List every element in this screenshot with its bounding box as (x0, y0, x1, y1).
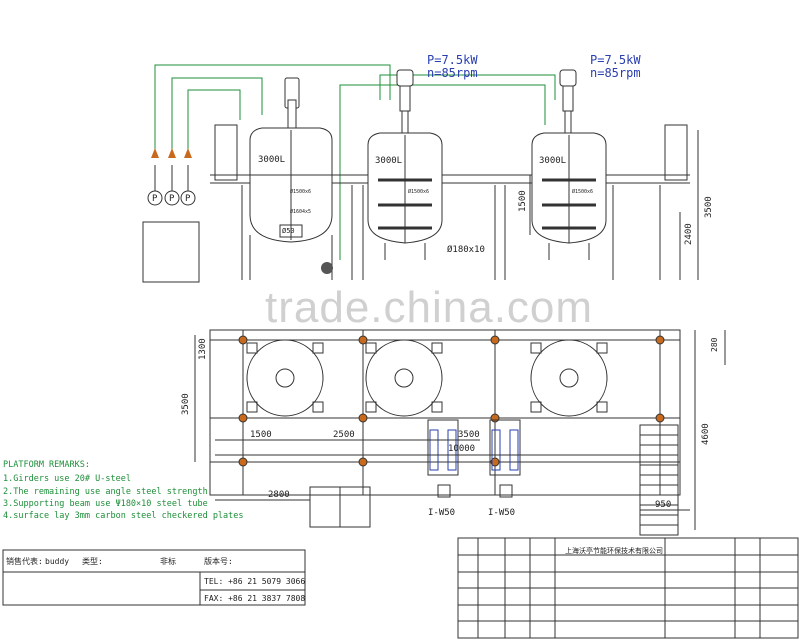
fax-number: FAX: +86 21 3837 7808 (204, 594, 305, 603)
dim-span-3: 3500 (458, 430, 480, 440)
sales-label: 销售代表: (6, 556, 43, 566)
dim-small: 280 (710, 337, 719, 352)
plan-dimension-lines (194, 330, 726, 530)
dim-tank-height: 1500 (518, 190, 528, 212)
valve-icon (321, 262, 333, 274)
pump-1-label: I-W50 (428, 508, 455, 518)
dim-stair-width: 2800 (268, 490, 290, 500)
type-value: 非标 (160, 556, 176, 566)
type-label: 类型: (82, 556, 103, 566)
motor-1-speed: n=85rpm (427, 66, 478, 80)
pressure-gauges (147, 165, 196, 206)
tank-1-volume: 3000L (258, 155, 285, 165)
tel-number: TEL: +86 21 5079 3066 (204, 577, 305, 586)
plan-tanks (246, 339, 608, 417)
piping (154, 64, 556, 260)
dim-total-height: 3500 (704, 196, 714, 218)
elevation-columns (241, 185, 661, 280)
staircase (639, 424, 679, 536)
control-cabinet (142, 221, 200, 283)
footer-left-table (2, 549, 306, 606)
watermark: trade.china.com (265, 283, 594, 332)
dim-stair-run: 950 (655, 500, 671, 510)
elevation-dimensions (529, 130, 699, 280)
gauge-label-3: P (185, 194, 191, 204)
motor-1-power: P=7.5kW (427, 53, 478, 67)
motor-2-speed: n=85rpm (590, 66, 641, 80)
remarks-item-3: 3.Supporting beam use Ψ180×10 steel tube (3, 499, 208, 509)
motor-2-power: P=7.5kW (590, 53, 641, 67)
remarks-item-1: 1.Girders use 20# U-steel (3, 474, 131, 484)
dim-span-1: 1500 (250, 430, 272, 440)
door-symbol (309, 486, 371, 528)
tank-3-volume: 3000L (539, 156, 566, 166)
tank-1-dim-1: Ø1500x6 (290, 188, 311, 195)
company-name: 上海沃亭节能环保技术有限公司 (565, 546, 663, 555)
dim-span-2: 2500 (333, 430, 355, 440)
version-label: 版本号: (204, 556, 233, 566)
platform-plan (209, 329, 681, 496)
tank-1 (249, 77, 333, 280)
tank-2-dim: Ø1500x6 (408, 188, 429, 195)
dim-platform-height: 2400 (684, 223, 694, 245)
gauge-label-1: P (152, 194, 158, 204)
dim-right-depth: 4600 (701, 423, 711, 445)
pumps (427, 419, 521, 498)
tank-1-dim-2: Ø1604x5 (290, 208, 311, 215)
tank-2-volume: 3000L (375, 156, 402, 166)
gauge-label-2: P (169, 194, 175, 204)
dim-plan-depth: 3500 (181, 393, 191, 415)
pump-2-label: I-W50 (488, 508, 515, 518)
remarks-title: PLATFORM REMARKS: (3, 460, 90, 470)
dim-total-length: 10000 (448, 444, 475, 454)
title-block (457, 537, 799, 639)
remarks-item-4: 4.surface lay 3mm carbon steel checkered… (3, 511, 244, 521)
tank-1-outlet: Ø50 (282, 227, 295, 235)
tank-3 (531, 69, 607, 260)
tank-3-dim: Ø1500x6 (572, 188, 593, 195)
sales-value: buddy (45, 557, 69, 566)
tube-dimension: Ø180x10 (447, 244, 485, 255)
dim-plan-top: 1300 (198, 338, 208, 360)
remarks-item-2: 2.The remaining use angle steel strength (3, 487, 208, 497)
tank-2 (367, 69, 443, 260)
flow-arrows (151, 148, 192, 158)
